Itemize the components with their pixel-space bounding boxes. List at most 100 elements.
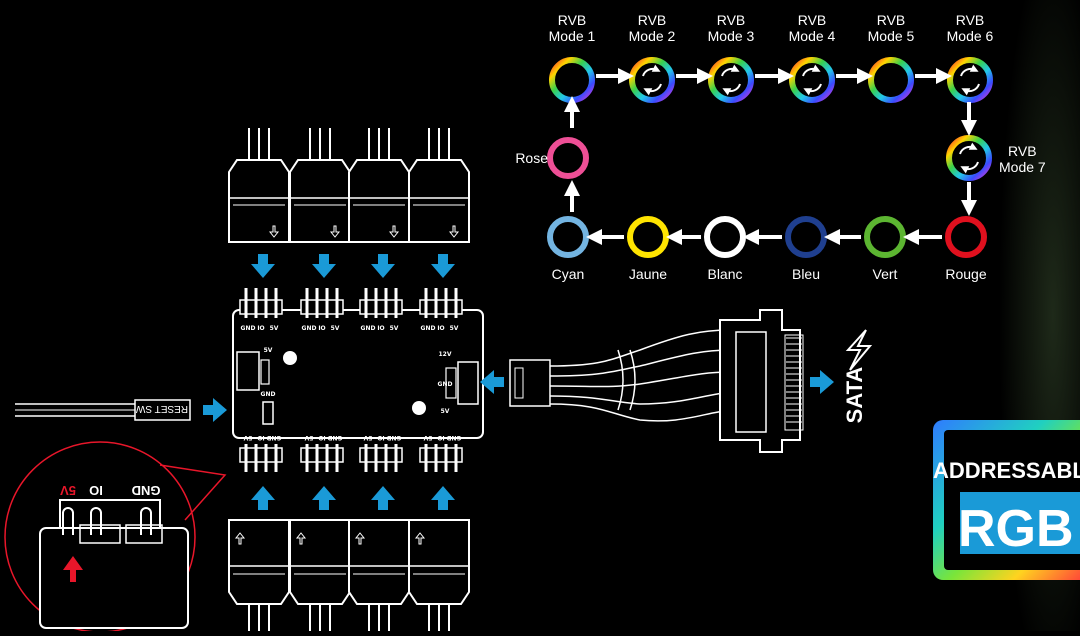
zoom-callout: 5V IO GND <box>4 441 227 633</box>
pin-label: IO <box>318 434 325 441</box>
cable-break <box>617 349 624 411</box>
mode-ring-4 <box>789 57 835 103</box>
pin-label: 5V <box>270 325 279 332</box>
blue-arrow-icon <box>312 486 336 510</box>
mode-ring-7 <box>946 135 992 181</box>
color-label: Jaune <box>628 266 668 282</box>
blue-arrow-icon <box>480 370 504 394</box>
mode-label-line1: RVB <box>557 12 587 28</box>
color-label: Vert <box>872 266 898 282</box>
blue-arrow-icon <box>371 254 395 278</box>
mode-label-line2: Mode 4 <box>788 28 836 44</box>
zoom-pin-label: IO <box>89 483 103 498</box>
mount-hole <box>412 401 426 415</box>
addressable-rgb-badge: ADDRESSABLE RGB <box>933 420 1080 580</box>
mode-ring-5 <box>868 57 914 103</box>
pin-label: GND <box>387 434 402 441</box>
pin-label: IO <box>257 325 264 332</box>
color-ring-rouge <box>945 216 987 258</box>
down-arrow-icon <box>388 225 400 238</box>
bottom-fan-connector-2 <box>289 519 351 631</box>
bottom-header-4 <box>419 444 463 472</box>
up-arrow-icon <box>414 532 426 545</box>
color-ring-blanc <box>704 216 746 258</box>
down-arrow-icon <box>329 225 341 238</box>
mode-ring-2 <box>629 57 675 103</box>
bottom-header-1 <box>239 444 283 472</box>
led-port-left <box>236 351 260 391</box>
sata-power-connector <box>719 309 801 453</box>
pin-label: GND <box>302 325 317 332</box>
pin-label: 5V <box>390 325 399 332</box>
mode-label-line2: Mode 2 <box>628 28 676 44</box>
mode-label-line1: RVB <box>797 12 827 28</box>
side-pin-label: 5V <box>264 347 273 354</box>
sata-cable <box>509 309 804 453</box>
sata-label: SATA <box>842 367 867 424</box>
pin-label: GND <box>421 325 436 332</box>
bottom-fan-connector-4 <box>408 519 470 631</box>
blue-arrow-icon <box>251 486 275 510</box>
hub-headers <box>239 288 463 472</box>
bottom-header-2 <box>300 444 344 472</box>
up-arrow-icon <box>354 532 366 545</box>
mode-label-line2: Mode 5 <box>867 28 915 44</box>
top-header-2 <box>300 288 344 318</box>
pin-label: GND <box>328 434 343 441</box>
up-arrow-icon <box>234 532 246 545</box>
pin-label: 5V <box>304 434 313 441</box>
color-ring-vert <box>864 216 906 258</box>
pin-label: 5V <box>450 325 459 332</box>
mode-label-line2: Mode 6 <box>946 28 994 44</box>
color-label: Bleu <box>791 266 821 282</box>
pin-label: IO <box>377 325 384 332</box>
pin-label: GND <box>447 434 462 441</box>
blue-arrow-icon <box>203 398 227 422</box>
mode-ring-1 <box>549 57 595 103</box>
pin-label: 5V <box>331 325 340 332</box>
down-arrow-icon <box>268 225 280 238</box>
sata-input-port <box>457 361 479 405</box>
badge-line2: RGB <box>958 500 1074 558</box>
pin-label: IO <box>437 434 444 441</box>
zoom-pin-label: 5V <box>60 483 76 498</box>
color-ring-rose <box>547 137 589 179</box>
reset-plug <box>134 399 191 421</box>
reset-cable: RESET SW <box>15 399 191 421</box>
color-label: Rose <box>515 150 548 166</box>
top-header-1 <box>239 288 283 318</box>
mode-rings <box>547 57 993 258</box>
mount-hole <box>283 351 297 365</box>
mode-label-line2: Mode 3 <box>707 28 755 44</box>
bottom-header-3 <box>359 444 403 472</box>
zoom-pin-label: GND <box>132 483 161 498</box>
reset-sw-label: RESET SW <box>135 403 188 414</box>
blue-arrows <box>203 254 834 510</box>
color-label: Cyan <box>551 266 585 282</box>
up-arrow-icon <box>295 532 307 545</box>
pin-label: IO <box>437 325 444 332</box>
mode-label-line2: Mode 7 <box>999 159 1046 175</box>
side-pin-label: 5V <box>441 408 450 415</box>
blue-arrow-icon <box>371 486 395 510</box>
reset-port <box>262 401 274 425</box>
top-header-4 <box>419 288 463 318</box>
top-fan-connector-2 <box>289 128 351 243</box>
pin-label: IO <box>377 434 384 441</box>
down-arrow-icon <box>448 225 460 238</box>
blue-arrow-icon <box>431 486 455 510</box>
color-ring-bleu <box>785 216 827 258</box>
bottom-fan-connector-1 <box>228 519 290 631</box>
pin-label: 5V <box>243 434 252 441</box>
color-ring-jaune <box>627 216 669 258</box>
bottom-fan-connector-3 <box>348 519 410 631</box>
flow-arrows <box>564 68 977 245</box>
mode-label-line2: Mode 1 <box>548 28 596 44</box>
side-pin-label: 12V <box>439 351 452 358</box>
blue-arrow-icon <box>431 254 455 278</box>
pin-label: 5V <box>423 434 432 441</box>
top-fan-connector-4 <box>408 128 470 243</box>
blue-arrow-icon <box>312 254 336 278</box>
